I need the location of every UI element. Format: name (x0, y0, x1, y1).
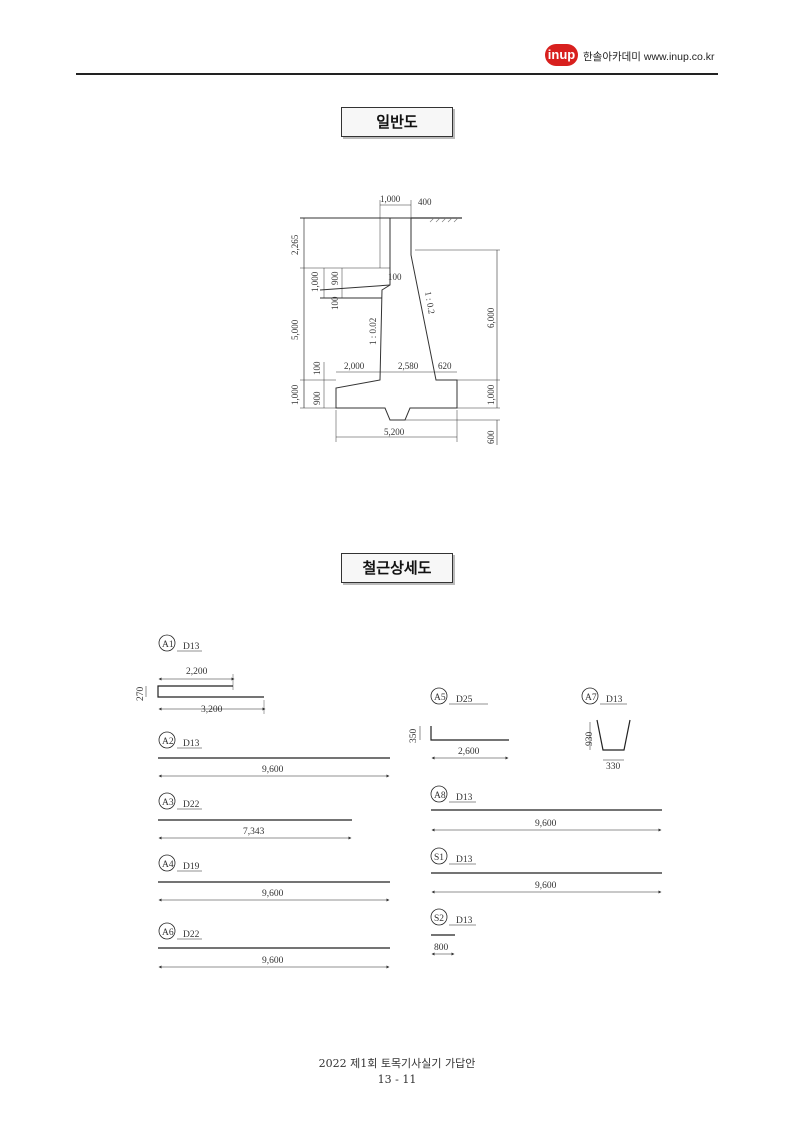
dim-2000: 2,000 (344, 361, 365, 371)
a2-dia: D13 (183, 739, 200, 749)
a6-dia: D22 (183, 930, 200, 940)
general-drawing-title: 일반도 (341, 107, 453, 137)
s2-length: 800 (434, 943, 449, 953)
dim-600: 600 (486, 430, 496, 444)
a1-dim-bottom: 3,200 (201, 705, 223, 715)
header-rule (76, 73, 718, 75)
dim-1000-c: 1,000 (486, 384, 496, 405)
a3-mark: A3 (162, 798, 174, 808)
s1-dia: D13 (456, 855, 473, 865)
a6-mark: A6 (162, 928, 174, 938)
a2-mark: A2 (162, 737, 174, 747)
a4-mark: A4 (162, 860, 174, 870)
dim-6000: 6,000 (486, 307, 496, 328)
dim-100-a: 100 (388, 272, 402, 282)
a4-dia: D19 (183, 862, 200, 872)
a3-length: 7,343 (243, 827, 265, 837)
s1-length: 9,600 (535, 881, 557, 891)
dim-1000-b: 1,000 (290, 384, 300, 405)
a6-length: 9,600 (262, 956, 284, 966)
a3-dia: D22 (183, 800, 200, 810)
dim-900-b: 900 (312, 391, 322, 405)
a5-length: 2,600 (458, 747, 480, 757)
footer-page-number: 13 - 11 (377, 1073, 417, 1086)
brand-text: 한솔아카데미 www.inup.co.kr (583, 51, 715, 63)
slope-front: 1 : 0.02 (368, 318, 378, 345)
footer-exam-title: 2022 제1회 토목기사실기 가답안 (318, 1057, 476, 1070)
dim-top-400: 400 (418, 197, 432, 207)
a5-mark: A5 (434, 693, 446, 703)
a1-dim-hook: 270 (136, 687, 146, 702)
dim-5000: 5,000 (290, 319, 300, 340)
dim-100-b: 100 (330, 296, 340, 310)
slope-back: 1 : 0.2 (423, 291, 437, 315)
dim-620: 620 (438, 361, 452, 371)
a1-dia: D13 (183, 642, 200, 652)
a4-length: 9,600 (262, 889, 284, 899)
s1-mark: S1 (434, 853, 444, 863)
dim-5200: 5,200 (384, 427, 405, 437)
a7-width: 330 (606, 762, 621, 772)
dim-100-c: 100 (312, 361, 322, 375)
a7-mark: A7 (585, 693, 597, 703)
dim-1000-a: 1,000 (310, 271, 320, 292)
dim-900-a: 900 (330, 271, 340, 285)
a8-dia: D13 (456, 793, 473, 803)
a8-mark: A8 (434, 791, 446, 801)
a7-height: 930 (585, 732, 595, 747)
a8-length: 9,600 (535, 819, 557, 829)
wall-outline (335, 218, 458, 421)
a1-mark: A1 (162, 640, 174, 650)
a2-length: 9,600 (262, 765, 284, 775)
s2-mark: S2 (434, 914, 444, 924)
a5-dim-hook: 350 (409, 729, 419, 744)
s2-dia: D13 (456, 916, 473, 926)
dim-top-1000: 1,000 (380, 194, 401, 204)
a5-dia: D25 (456, 695, 473, 705)
dim-2580: 2,580 (398, 361, 419, 371)
a7-dia: D13 (606, 695, 623, 705)
a1-dim-top: 2,200 (186, 667, 208, 677)
dim-2265: 2,265 (290, 234, 300, 255)
rebar-detail-title: 철근상세도 (341, 553, 453, 583)
inup-logo: inup (545, 44, 578, 66)
